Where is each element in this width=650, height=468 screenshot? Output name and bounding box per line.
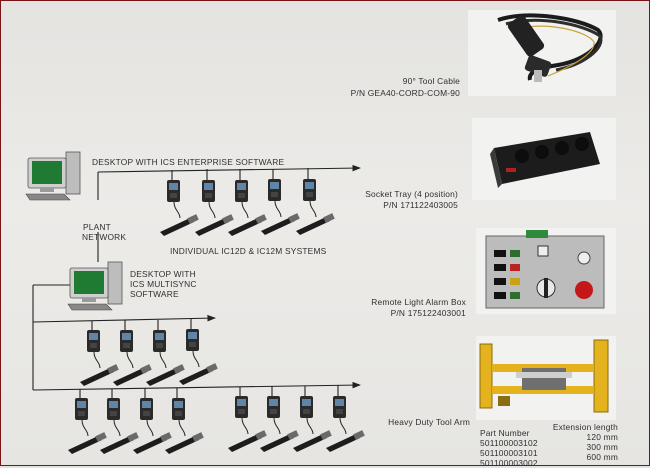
plant-network-label: PLANT NETWORK xyxy=(82,222,127,242)
tool-arm-photo xyxy=(476,336,616,420)
table-row-part: 501100003002 xyxy=(480,458,538,468)
controller-icon xyxy=(165,398,204,454)
controller-icon xyxy=(179,329,218,385)
tool-cable-name: 90° Tool Cable xyxy=(402,76,460,86)
socket-tray-part-number: P/N 171122403005 xyxy=(383,200,458,210)
table-row-length: 600 mm xyxy=(586,452,618,462)
tool-cable-part-number: P/N GEA40-CORD-COM-90 xyxy=(350,88,460,98)
controller-icon xyxy=(160,180,199,236)
desktop-multisync-label: DESKTOP WITH ICS MULTISYNC SOFTWARE xyxy=(130,269,197,299)
controller-icon xyxy=(326,396,365,452)
desktop-computer-icon xyxy=(67,261,123,311)
alarm-box-photo xyxy=(476,228,616,314)
alarm-box-name: Remote Light Alarm Box xyxy=(371,297,466,307)
controller-icon xyxy=(228,396,267,452)
controller-icon xyxy=(228,180,267,236)
desktop-computer-icon xyxy=(25,151,81,201)
individual-systems-label: INDIVIDUAL IC12D & IC12M SYSTEMS xyxy=(170,246,327,256)
desktop-enterprise-label: DESKTOP WITH ICS ENTERPRISE SOFTWARE xyxy=(92,157,285,167)
controller-icon xyxy=(113,330,152,386)
alarm-box-part-number: P/N 175122403001 xyxy=(390,308,466,318)
table-header-part-number: Part Number xyxy=(480,428,530,438)
controller-icon xyxy=(146,330,185,386)
table-row-part: 501100003101 xyxy=(480,448,538,458)
table-header-extension: Extension length xyxy=(552,422,618,432)
controller-icon xyxy=(195,180,234,236)
controller-icon xyxy=(293,396,332,452)
controller-icon xyxy=(260,396,299,452)
table-row-part: 501100003102 xyxy=(480,438,538,448)
controller-icon xyxy=(296,179,335,235)
table-row-length: 300 mm xyxy=(586,442,618,452)
controller-icon xyxy=(68,398,107,454)
socket-tray-photo xyxy=(472,118,616,200)
socket-tray-name: Socket Tray (4 position) xyxy=(365,189,458,199)
tool-cable-photo xyxy=(468,10,616,96)
table-row-length: 120 mm xyxy=(586,432,618,442)
controller-icon xyxy=(133,398,172,454)
controller-icon xyxy=(80,330,119,386)
controller-icon xyxy=(261,179,300,235)
controller-icon xyxy=(100,398,139,454)
tool-arm-name: Heavy Duty Tool Arm xyxy=(388,417,470,427)
